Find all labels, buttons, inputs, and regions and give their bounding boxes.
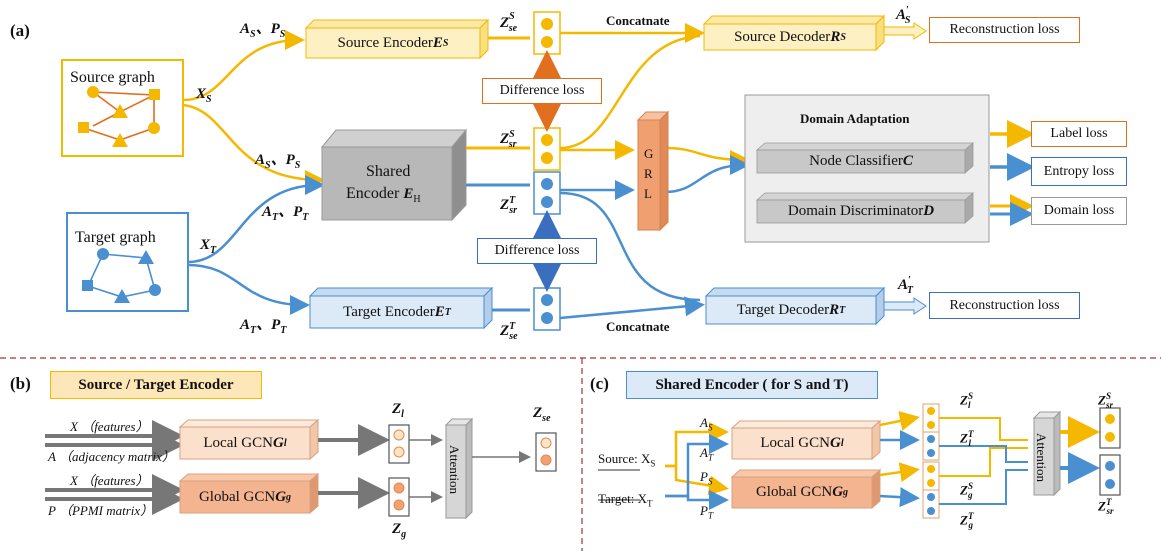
b-title: Source / Target Encoder xyxy=(50,371,262,399)
domain-discriminator-box xyxy=(756,199,966,224)
target-graph-label: Target graph xyxy=(75,229,156,246)
shared-encoder-line2: Encoder EH xyxy=(346,185,421,206)
shared-encoder-line1: Shared xyxy=(366,163,411,180)
concat-top-label: Concatnate xyxy=(606,13,670,28)
panel-b-label: (b) xyxy=(10,374,31,393)
xs-label: XS xyxy=(196,86,212,105)
b-z-l-label: Zl xyxy=(392,401,404,420)
panel-a-label: (a) xyxy=(10,21,30,40)
b-p-ppmi: P （PPMI matrix） xyxy=(48,503,154,518)
z-se-t-label: ZTse xyxy=(500,321,518,342)
arrow-zsr-s-to-decoder xyxy=(559,34,701,150)
c-global-gcn-box xyxy=(731,476,873,509)
target-encoder-box xyxy=(309,295,485,329)
shared-encoder-box xyxy=(321,146,453,221)
grl-label: G R L xyxy=(644,146,654,201)
b-z-se-label: Zse xyxy=(533,405,551,424)
label-loss-box: Label loss xyxy=(1031,121,1127,147)
arrow-grl-to-classifier-t xyxy=(664,155,750,194)
b-x-features-1: X （features） xyxy=(70,419,149,434)
c-z-sr-t-vector xyxy=(1099,454,1121,496)
target-decoder-box xyxy=(705,295,877,325)
panel-c-label: (c) xyxy=(590,374,609,393)
b-z-g-label: Zg xyxy=(392,521,407,540)
arrow-target-recon xyxy=(883,297,927,315)
a-t-prime-label: A′T xyxy=(898,275,913,296)
arrow-target-to-shared-encoder xyxy=(187,175,325,264)
arrow-target-to-target-encoder xyxy=(187,263,310,315)
c-target-xt-label: Target: XT xyxy=(598,491,653,509)
recon-loss-bottom: Reconstruction loss xyxy=(929,292,1080,319)
domain-adaptation-title: Domain Adaptation xyxy=(800,111,910,126)
arrow-grl-to-classifier-s xyxy=(664,146,750,170)
c-z-l-s-label: ZSl xyxy=(960,391,973,410)
arrow-concat-target xyxy=(559,296,705,320)
arrow-source-to-source-encoder xyxy=(182,30,305,102)
c-attention-label: Attention xyxy=(1034,432,1050,483)
c-z-l-t-label: ZTl xyxy=(960,429,974,448)
c-z-sr-s-label: ZSsr xyxy=(1098,391,1113,410)
node-classifier-label: Node Classifier C xyxy=(809,153,913,169)
recon-loss-top: Reconstruction loss xyxy=(929,17,1080,43)
source-encoder-box xyxy=(305,27,481,59)
c-at-label: AT xyxy=(700,445,713,463)
c-z-sr-t-label: ZTsr xyxy=(1098,497,1114,516)
z-se-s-label: ZSse xyxy=(500,11,518,34)
as-ps-top-label: AS、PS xyxy=(240,21,286,40)
b-attention-label: Attention xyxy=(447,444,463,495)
c-title: Shared Encoder ( for S and T) xyxy=(626,371,878,399)
c-pt-label: PT xyxy=(700,503,713,521)
z-sr-t-label: ZTsr xyxy=(500,195,518,216)
difference-loss-top: Difference loss xyxy=(482,78,602,104)
b-a-adjacency: A （adjacency matrix） xyxy=(48,449,175,464)
b-attention-box xyxy=(445,424,467,519)
node-classifier-box xyxy=(756,149,966,174)
c-z-g-s-label: ZSg xyxy=(960,481,973,500)
entropy-loss-box: Entropy loss xyxy=(1031,157,1127,186)
at-pt-bot-label: AT、PT xyxy=(240,317,287,336)
at-pt-mid-label: AT、PT xyxy=(262,204,309,223)
arrow-zsr-t-to-decoder xyxy=(559,191,701,302)
b-global-gcn-box xyxy=(179,480,311,514)
difference-loss-bottom: Difference loss xyxy=(477,238,597,264)
source-graph-nodes xyxy=(78,86,160,147)
target-graph-nodes xyxy=(82,248,161,303)
c-z-g-t-label: ZTg xyxy=(960,511,974,530)
as-ps-mid-label: AS、PS xyxy=(255,152,301,171)
c-as-label: AS xyxy=(700,415,713,433)
b-local-gcn-box xyxy=(179,426,311,460)
arrow-source-recon xyxy=(883,22,927,40)
source-graph-label: Source graph xyxy=(70,69,155,86)
concat-bottom-label: Concatnate xyxy=(606,319,670,334)
c-source-xs-label: Source: XS xyxy=(598,451,656,469)
c-local-gcn-box xyxy=(731,427,873,460)
z-sr-s-label: ZSsr xyxy=(500,129,517,150)
arrow-source-to-shared-encoder xyxy=(182,103,325,190)
domain-loss-box: Domain loss xyxy=(1031,197,1127,225)
c-ps-label: PS xyxy=(700,469,713,487)
a-s-prime-label: A′S xyxy=(896,5,911,26)
source-decoder-box xyxy=(703,23,877,51)
c-z-sr-s-vector xyxy=(1099,407,1121,449)
b-x-features-2: X （features） xyxy=(70,473,149,488)
domain-discriminator-label: Domain Discriminator D xyxy=(787,203,935,219)
c-attention-box xyxy=(1033,417,1055,496)
grl-box xyxy=(637,119,661,231)
xt-label: XT xyxy=(200,237,217,256)
